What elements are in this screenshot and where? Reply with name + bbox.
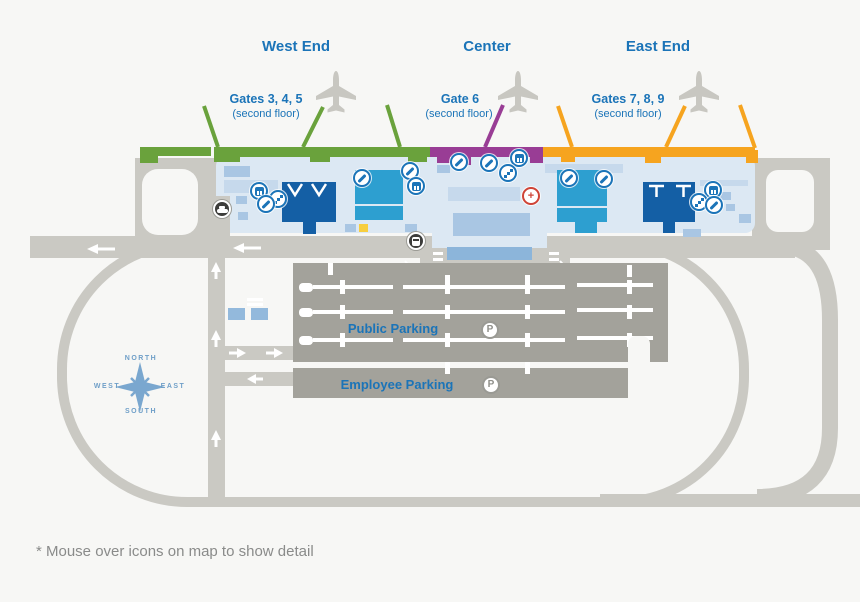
east-road-island bbox=[766, 170, 814, 232]
roads bbox=[30, 158, 860, 507]
terminal-detail bbox=[236, 196, 247, 204]
terminal-detail bbox=[739, 214, 751, 223]
west-baggage-building bbox=[282, 182, 336, 234]
parking-icon[interactable]: P bbox=[482, 376, 500, 394]
west-gates-label: Gates 3, 4, 5 bbox=[229, 92, 303, 106]
bus-icon[interactable] bbox=[407, 232, 425, 250]
employee-parking-label: Employee Parking bbox=[340, 377, 454, 392]
east-baggage-building bbox=[643, 182, 695, 233]
parking-island bbox=[628, 336, 650, 384]
jet-bridge-line bbox=[202, 105, 220, 148]
shuttle-stop-east bbox=[251, 308, 268, 320]
compass-rose bbox=[115, 362, 165, 412]
compass-east-label: EAST bbox=[160, 383, 186, 390]
compass-south-label: SOUTH bbox=[125, 408, 157, 415]
jet-bridge-line bbox=[483, 104, 505, 148]
map-footnote: * Mouse over icons on map to show detail bbox=[36, 543, 314, 560]
center-header: Center bbox=[463, 38, 511, 55]
terminal-detail bbox=[726, 204, 735, 211]
terminal-detail bbox=[437, 165, 450, 173]
escalator-icon[interactable] bbox=[257, 195, 275, 213]
center-gate-floor: (second floor) bbox=[425, 108, 493, 120]
jet-bridge-line bbox=[385, 104, 402, 148]
east-gates-bar bbox=[543, 104, 758, 163]
terminal-detail bbox=[345, 224, 356, 232]
parking-lot-gap bbox=[293, 362, 668, 368]
center-gate-label: Gate 6 bbox=[440, 92, 480, 106]
east-gates-label: Gates 7, 8, 9 bbox=[591, 92, 665, 106]
stairs-icon[interactable] bbox=[499, 164, 517, 182]
escalator-icon[interactable] bbox=[480, 154, 498, 172]
accent-square bbox=[359, 224, 368, 232]
east-gates-floor: (second floor) bbox=[594, 108, 662, 120]
public-parking-label: Public Parking bbox=[347, 321, 439, 336]
escalator-icon[interactable] bbox=[595, 170, 613, 188]
first-aid-icon[interactable]: + bbox=[522, 187, 540, 205]
jet-bridge-line bbox=[738, 104, 757, 149]
terminal-detail bbox=[720, 192, 731, 200]
escalator-icon[interactable] bbox=[705, 196, 723, 214]
west-end-header: West End bbox=[261, 38, 331, 55]
elevator-icon[interactable] bbox=[407, 177, 425, 195]
terminal-detail bbox=[545, 164, 623, 173]
escalator-icon[interactable] bbox=[353, 169, 371, 187]
elevator-icon[interactable] bbox=[510, 149, 528, 167]
terminal-detail bbox=[683, 229, 701, 237]
compass-west-label: WEST bbox=[93, 383, 121, 390]
compass-north-label: NORTH bbox=[124, 355, 158, 362]
parking-icon[interactable]: P bbox=[481, 321, 499, 339]
parking-lots bbox=[228, 263, 668, 398]
terminal-detail bbox=[224, 166, 250, 177]
jet-bridge-line bbox=[556, 105, 574, 148]
terminal-detail bbox=[405, 224, 417, 232]
shuttle-stop-west bbox=[228, 308, 245, 320]
escalator-icon[interactable] bbox=[560, 169, 578, 187]
east-end-header: East End bbox=[625, 38, 691, 55]
car-icon[interactable] bbox=[213, 200, 231, 218]
west-road-island bbox=[142, 169, 198, 235]
gate-bars bbox=[140, 104, 758, 165]
terminal-detail bbox=[453, 213, 530, 236]
terminal-detail bbox=[238, 212, 248, 220]
escalator-icon[interactable] bbox=[450, 153, 468, 171]
terminal-detail bbox=[448, 187, 520, 201]
east-ramp-road bbox=[756, 239, 838, 505]
employee-parking-lot bbox=[293, 368, 628, 398]
west-gates-bar bbox=[140, 104, 430, 163]
jet-bridge-line bbox=[301, 106, 325, 148]
jet-bridge-line bbox=[664, 105, 687, 148]
terminal bbox=[205, 156, 755, 260]
parking-row-lines bbox=[299, 263, 653, 374]
pedestrian-bridge bbox=[447, 247, 532, 260]
south-road bbox=[600, 494, 860, 507]
terminal-detail bbox=[700, 180, 748, 186]
west-gates-floor: (second floor) bbox=[232, 108, 300, 120]
